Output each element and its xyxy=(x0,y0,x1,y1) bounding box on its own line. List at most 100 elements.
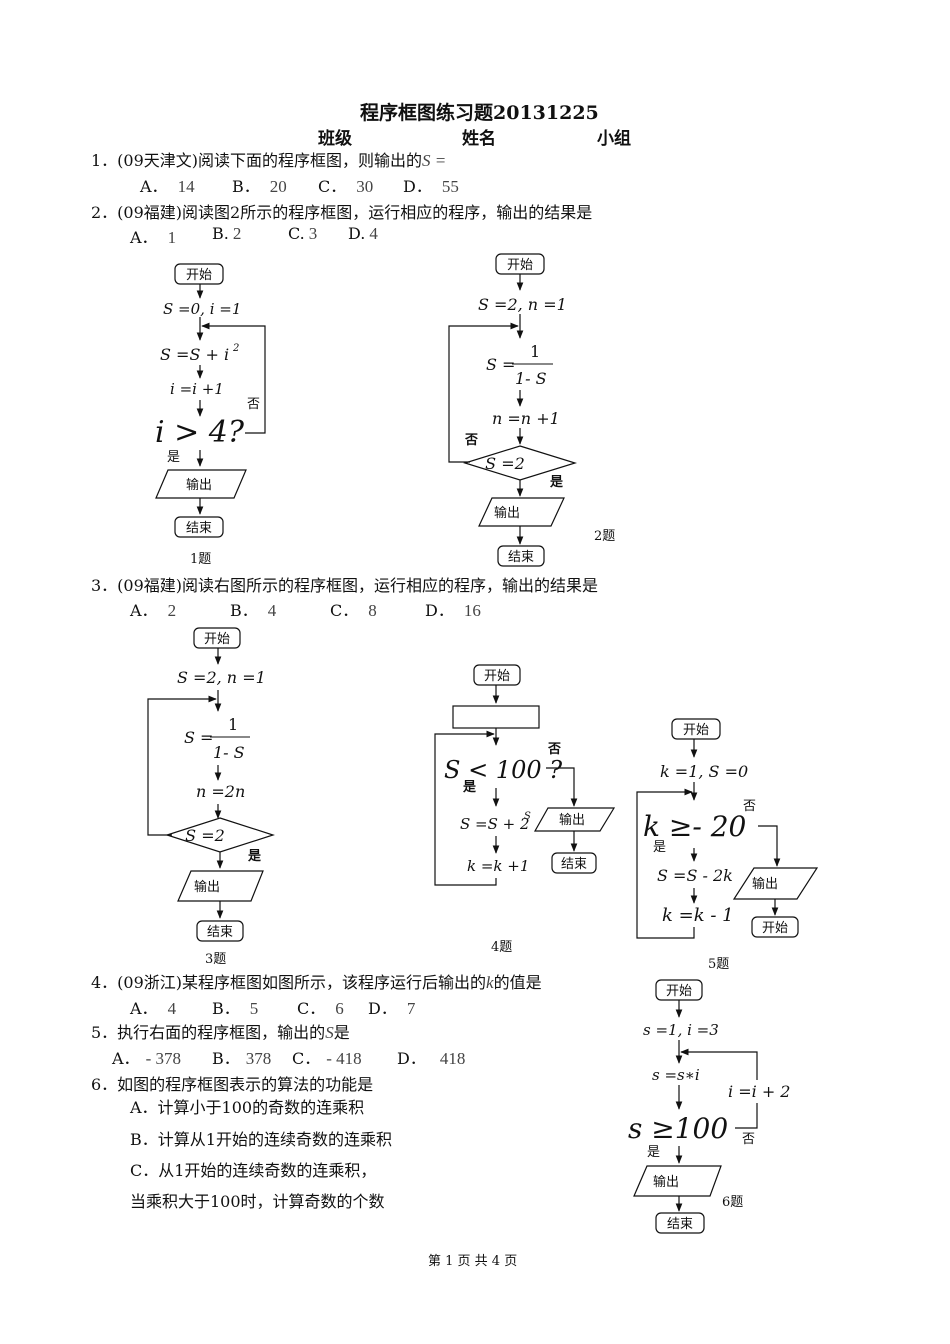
flowchart-1 xyxy=(155,263,266,538)
text-label: 6 xyxy=(335,999,344,1018)
text-label: B． xyxy=(230,601,258,620)
fc5-end-box xyxy=(751,916,799,938)
text-label: 8 xyxy=(368,601,377,620)
page-footer: 第 1 页 共 4 页 xyxy=(428,1254,518,1269)
q5-option-b: B．378 xyxy=(212,1045,271,1069)
fc3-end-label: 结束 xyxy=(207,925,233,940)
class-label: 班级 xyxy=(318,129,352,149)
fc4-end-label: 结束 xyxy=(561,857,587,872)
fc3-output-label: 输出 xyxy=(194,879,220,895)
text-label: 378 xyxy=(245,1049,272,1068)
fc4-blank-box xyxy=(452,705,540,729)
fc6-no-label: 否 xyxy=(742,1132,755,1147)
fc5-start-label: 开始 xyxy=(683,723,709,738)
text-label: 418 xyxy=(439,1049,466,1068)
q6-choice-b: B．计算从1开始的连续奇数的连乘积 xyxy=(130,1130,392,1149)
fc5-no-label: 否 xyxy=(743,799,756,814)
flowchart-5 xyxy=(636,718,819,939)
text-label: 3 xyxy=(308,224,318,243)
fc1-step2: i =i +1 xyxy=(170,380,224,398)
q6-choice-c: C．从1开始的连续奇数的连乘积， xyxy=(130,1161,377,1180)
fc5-step2: k =k - 1 xyxy=(662,905,734,926)
q6-choice-c-cont: 当乘积大于100时，计算奇数的个数 xyxy=(130,1192,385,1211)
fc1-end-box xyxy=(174,516,224,538)
text-label: - 418 xyxy=(326,1049,362,1068)
fc5-step1: S =S - 2k xyxy=(657,866,733,885)
fc2-init: S =2, n =1 xyxy=(478,295,567,314)
page-title: 程序框图练习题20131225 xyxy=(360,102,599,124)
name-label: 姓名 xyxy=(462,129,496,149)
fc4-output-box xyxy=(533,807,616,832)
q3-option-c: C． 8 xyxy=(330,597,377,621)
q1-option-d: D．55 xyxy=(403,173,459,197)
text-label: 55 xyxy=(441,177,459,196)
text-label: B. xyxy=(212,224,229,243)
fc6-output-box xyxy=(633,1165,722,1197)
fc2-yes-label: 是 xyxy=(549,475,564,490)
q3-option-d: D．16 xyxy=(425,597,481,621)
question-var: S = xyxy=(422,151,447,170)
fc4-no-label: 否 xyxy=(547,742,561,757)
text-label: A． xyxy=(130,228,158,247)
text-label: 14 xyxy=(177,177,195,196)
text-label: 2 xyxy=(232,224,242,243)
text-label: D． xyxy=(397,1049,426,1068)
text-label: S xyxy=(325,1023,334,1042)
fc6-start-label: 开始 xyxy=(666,984,692,999)
fc4-step2: k =k +1 xyxy=(467,857,529,875)
text-label: A． xyxy=(130,601,158,620)
fc2-end-label: 结束 xyxy=(508,550,534,565)
group-label: 小组 xyxy=(597,129,631,149)
fc6-condition: s ≥100 xyxy=(628,1112,728,1145)
text-label: - 378 xyxy=(145,1049,181,1068)
q3-option-a: A．2 xyxy=(130,597,176,621)
fc3-end-box xyxy=(196,920,244,942)
fc1-init: S =0, i =1 xyxy=(163,300,241,318)
text-label: C． xyxy=(330,601,359,620)
fc4-condition: S < 100 ? xyxy=(444,756,562,784)
fc2-output-box xyxy=(478,497,565,527)
fc3-output-box xyxy=(177,870,264,902)
text-label: C． xyxy=(297,999,326,1018)
q4-option-a: A．4 xyxy=(130,995,176,1019)
fc6-end-box xyxy=(655,1212,705,1234)
fc1-yes-label: 是 xyxy=(167,450,180,465)
q3-option-b: B．4 xyxy=(230,597,276,621)
q1-option-c: C．30 xyxy=(318,173,373,197)
flowchart-4 xyxy=(434,664,616,886)
fc2-start-label: 开始 xyxy=(507,258,533,273)
text-label: 4．(09浙江)某程序框图如图所示，该程序运行后输出的 xyxy=(91,973,487,992)
fc3-den: 1- S xyxy=(213,743,245,762)
text-label: D． xyxy=(368,999,397,1018)
fc5-output-label: 输出 xyxy=(752,876,778,892)
fc2-end-box xyxy=(497,545,545,567)
fc2-condition: S =2 xyxy=(485,454,525,473)
fc6-init: s =1, i =3 xyxy=(643,1021,719,1039)
q4-option-c: C． 6 xyxy=(297,995,344,1019)
fc1-start-label: 开始 xyxy=(186,268,212,283)
text-label: 4 xyxy=(369,224,378,243)
fc1-output-label: 输出 xyxy=(186,477,212,493)
fc6-caption: 6题 xyxy=(722,1195,743,1210)
fc3-condition: S =2 xyxy=(185,826,225,845)
fc5-yes-label: 是 xyxy=(653,840,666,855)
fc5-init: k =1, S =0 xyxy=(660,762,748,781)
text-label: B． xyxy=(232,177,260,196)
fc3-init: S =2, n =1 xyxy=(177,668,266,687)
fc4-exp: S xyxy=(524,811,531,822)
q5-option-d: D． 418 xyxy=(397,1045,465,1069)
q5-option-a: A．- 378 xyxy=(112,1045,181,1069)
fc4-output-label: 输出 xyxy=(559,812,585,828)
flowchart-2 xyxy=(448,253,578,567)
fc3-step: n =2n xyxy=(196,782,245,801)
fc1-no-label: 否 xyxy=(247,397,260,412)
text-label: C． xyxy=(318,177,347,196)
fc1-condition: i > 4? xyxy=(155,415,245,450)
text-label: C. xyxy=(288,224,305,243)
question-text: 1．(09天津文)阅读下面的程序框图，则输出的 xyxy=(91,151,423,170)
fc4-end-box xyxy=(551,852,597,874)
fc2-output-label: 输出 xyxy=(494,505,520,521)
q4-option-d: D．7 xyxy=(368,995,415,1019)
fc1-step1: S =S + i xyxy=(160,345,229,364)
fc4-caption: 4题 xyxy=(491,940,512,955)
